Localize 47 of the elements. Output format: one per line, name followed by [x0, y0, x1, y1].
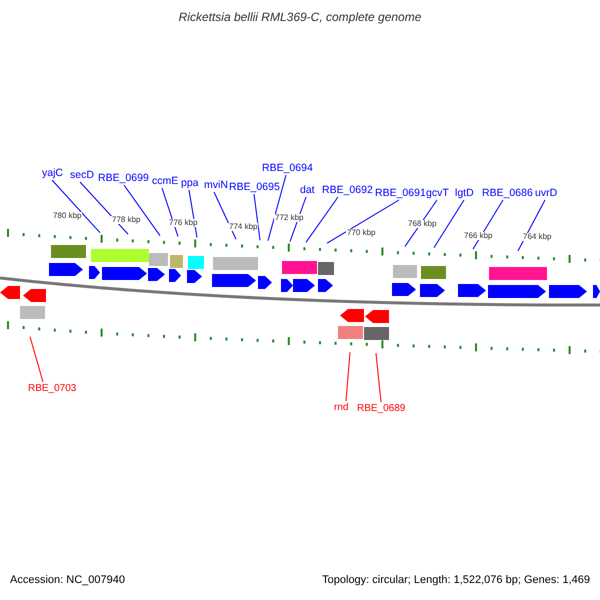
- gene-label: RBE_0689: [357, 404, 406, 414]
- leader-line: [326, 200, 400, 244]
- gene-label: RBE_0695: [229, 182, 280, 192]
- genome-info-text: Topology: circular; Length: 1,522,076 bp; Genes: 1,469: [322, 575, 590, 586]
- gene-label: ccmE: [152, 176, 178, 186]
- gene-label: secD: [70, 170, 94, 180]
- gene-label: mviN: [204, 180, 228, 190]
- scale-label: 772 kbp: [274, 214, 304, 222]
- leader-line: [290, 196, 306, 242]
- scale-label: 776 kbp: [168, 219, 198, 227]
- scale-label: 770 kbp: [346, 229, 376, 237]
- accession-text: Accession: NC_007940: [10, 575, 125, 586]
- gene-label: gcvT: [426, 188, 449, 198]
- leader-line: [254, 194, 260, 241]
- gene-label: rnd: [334, 403, 348, 413]
- gene-label: RBE_0694: [262, 163, 313, 174]
- scale-label: 768 kbp: [407, 220, 438, 228]
- gene-label: dat: [300, 185, 315, 196]
- scale-label: 766 kbp: [463, 232, 494, 240]
- gene-label: yajC: [42, 168, 64, 178]
- gene-label: uvrD: [535, 188, 558, 198]
- leader-line: [306, 196, 338, 243]
- title: Rickettsia bellii RML369-C, complete genome: [178, 11, 422, 23]
- scale-label: 778 kbp: [111, 216, 142, 224]
- leader-line: [518, 200, 546, 252]
- gene-label: ppa: [181, 178, 199, 188]
- leader-line: [404, 200, 438, 247]
- leader-line: [52, 180, 100, 234]
- gene-label: RBE_0703: [28, 384, 76, 394]
- leader-line: [376, 352, 382, 402]
- leader-line: [124, 184, 160, 236]
- leader-line: [80, 182, 128, 235]
- scale-label: 780 kbp: [52, 212, 82, 220]
- leader-line: [214, 192, 236, 240]
- gene-label: RBE_0691: [375, 188, 426, 198]
- gene-label: RBE_0692: [322, 185, 373, 196]
- leader-line: [30, 336, 44, 382]
- leader-line: [268, 174, 286, 242]
- gene-label: RBE_0699: [98, 173, 149, 184]
- scale-label: 764 kbp: [522, 233, 552, 241]
- scale-label: 774 kbp: [228, 223, 258, 231]
- leader-line: [188, 190, 198, 238]
- gene-label: RBE_0686: [482, 188, 533, 198]
- leader-line: [472, 200, 504, 250]
- gene-label: lgtD: [455, 188, 474, 198]
- leader-line: [346, 352, 350, 402]
- leader-line: [434, 200, 464, 248]
